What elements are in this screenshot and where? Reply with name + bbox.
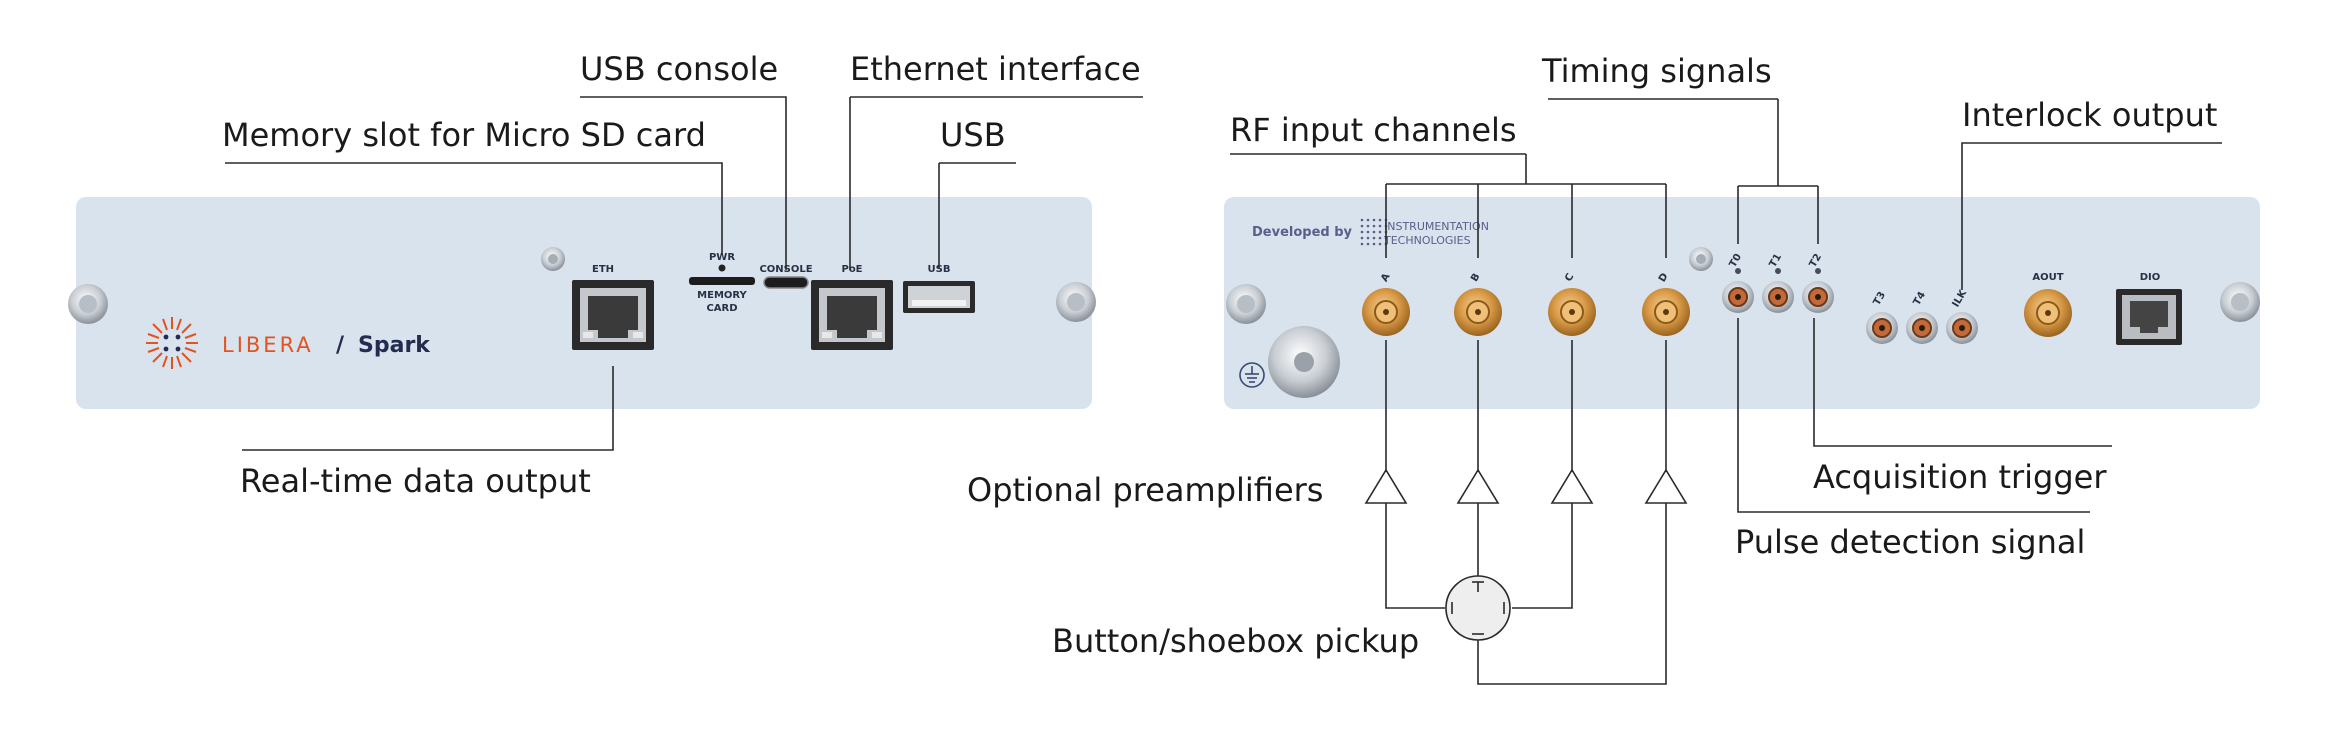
sma-connector-b[interactable] [1454, 288, 1502, 336]
interlock-output-callout: Interlock output [1962, 96, 2217, 134]
libera-logo-icon [146, 317, 198, 369]
memory-slot-callout: Memory slot for Micro SD card [222, 116, 706, 154]
left-screw-icon [68, 284, 108, 324]
aout-label: AOUT [2032, 272, 2063, 283]
brand-name: LIBERA [222, 333, 314, 357]
mcx-connector-t3[interactable] [1866, 312, 1898, 344]
usb-port[interactable] [903, 281, 975, 313]
button-pickup-icon [1445, 575, 1511, 641]
ethernet-interface-callout: Ethernet interface [850, 50, 1141, 88]
panel-screw-icon [541, 247, 565, 271]
acquisition-trigger-callout: Acquisition trigger [1813, 458, 2107, 496]
usb-callout: USB [940, 116, 1006, 154]
pwr-label: PWR [709, 252, 735, 263]
panel-screw-icon-right-panel [1689, 247, 1713, 271]
usb-label: USB [928, 264, 951, 275]
preamplifier-triangle-icon [1364, 468, 1408, 504]
pickup-callout: Button/shoebox pickup [1052, 622, 1419, 660]
rf-inputs-callout: RF input channels [1230, 111, 1517, 149]
left-callout-lines [225, 96, 1143, 451]
optional-preamplifiers-callout: Optional preamplifiers [967, 471, 1323, 509]
timing-signals-callout: Timing signals [1541, 52, 1772, 90]
callout-labels: USB console Ethernet interface Memory sl… [222, 50, 2217, 660]
mcx-connector-ilk[interactable] [1946, 312, 1978, 344]
realtime-output-callout: Real-time data output [240, 462, 591, 500]
right-screw-icon-right-panel [2220, 282, 2260, 322]
micro-sd-slot[interactable] [689, 277, 755, 285]
company-name-line1: INSTRUMENTATION [1384, 220, 1489, 233]
pulse-detection-callout: Pulse detection signal [1735, 523, 2085, 561]
poe-label: PoE [841, 264, 862, 275]
eth-port[interactable] [572, 280, 654, 350]
power-led-icon [718, 264, 726, 272]
usb-console-callout: USB console [580, 50, 778, 88]
memory-card-label-1: MEMORY [697, 290, 747, 301]
right-callout-lines [1230, 98, 2222, 513]
channel-c-label: C [1563, 272, 1576, 284]
mcx-connector-t2[interactable] [1802, 281, 1834, 313]
usb-console-port[interactable] [763, 276, 809, 289]
preamplifier-triangle-icon [1550, 468, 1594, 504]
sma-connector-aout[interactable] [2024, 289, 2072, 337]
mcx-connector-t0[interactable] [1722, 281, 1754, 313]
mcx-connector-t4[interactable] [1906, 312, 1938, 344]
t0-led-icon [1735, 268, 1741, 274]
poe-ethernet-port[interactable] [811, 280, 893, 350]
developed-by-label: Developed by [1252, 225, 1353, 240]
sma-connector-d[interactable] [1642, 288, 1690, 336]
brand-separator: / [336, 333, 345, 358]
right-front-panel: Developed by INSTRUMENTATION TECHNOLOGIE… [1224, 197, 2260, 409]
company-name-line2: TECHNOLOGIES [1383, 234, 1471, 247]
sma-connector-a[interactable] [1362, 288, 1410, 336]
preamplifier-triangle-icon [1644, 468, 1688, 504]
left-screw-icon-right-panel [1226, 284, 1266, 324]
right-screw-icon [1056, 282, 1096, 322]
mcx-connector-t1[interactable] [1762, 281, 1794, 313]
memory-card-label-2: CARD [706, 303, 737, 314]
left-front-panel: LIBERA / Spark ETH PWR MEMORY CARD CONSO… [68, 197, 1096, 409]
dio-rj-port[interactable] [2116, 289, 2182, 345]
ground-terminal-icon [1239, 326, 1340, 398]
sma-connector-c[interactable] [1548, 288, 1596, 336]
dio-label: DIO [2140, 272, 2161, 283]
preamplifier-schematic [1364, 340, 1688, 685]
t2-led-icon [1815, 268, 1821, 274]
preamplifier-triangle-icon [1456, 468, 1500, 504]
product-name: Spark [358, 333, 431, 358]
t1-led-icon [1775, 268, 1781, 274]
eth-port-label: ETH [592, 264, 614, 275]
